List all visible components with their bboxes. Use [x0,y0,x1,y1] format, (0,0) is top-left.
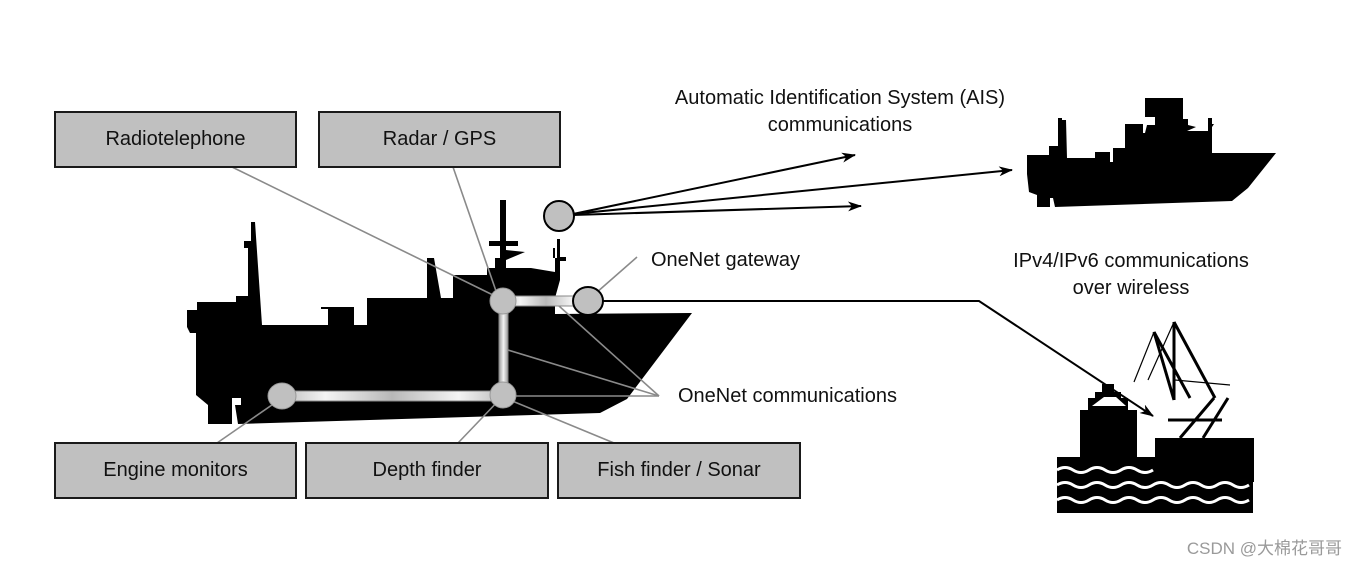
fish-finder-sonar-box: Fish finder / Sonar [557,442,801,499]
fish-finder-sonar-label: Fish finder / Sonar [597,459,761,481]
radar-gps-label: Radar / GPS [382,128,497,150]
ip-wireless-link [603,300,1154,417]
onenet-gateway-node [572,286,604,316]
port-crane-harbor-icon [1056,321,1254,513]
ais-annotation: Automatic Identification System (AIS) co… [650,85,1030,139]
fishing-vessel-silhouette [187,200,692,424]
onenet-link-engine-to-depth [280,390,504,402]
ais-annotation-line1: Automatic Identification System (AIS) [674,87,1006,109]
engine-monitors-label: Engine monitors [103,459,248,481]
ais-arrows [572,152,1013,216]
onenet-gateway-annotation: OneNet gateway [651,249,800,271]
ip-annotation-line2: over wireless [1072,277,1190,299]
depth-finder-label: Depth finder [372,459,482,481]
watermark: CSDN @大棉花哥哥 [1186,539,1342,558]
radio-radar-node [489,287,517,315]
radiotelephone-box: Radiotelephone [54,111,297,168]
engine-monitors-box: Engine monitors [54,442,297,499]
depth-finder-box: Depth finder [305,442,549,499]
engine-monitor-node [267,382,297,410]
radiotelephone-label: Radiotelephone [105,128,246,150]
ais-annotation-line2: communications [767,114,913,136]
depth-sonar-node [489,381,517,409]
remote-vessel-silhouette [1027,98,1276,207]
ip-annotation-line1: IPv4/IPv6 communications [1013,250,1249,272]
ais-antenna-node [543,200,575,232]
ip-annotation: IPv4/IPv6 communications over wireless [990,248,1272,302]
radar-gps-box: Radar / GPS [318,111,561,168]
onenet-communications-annotation: OneNet communications [678,385,897,407]
